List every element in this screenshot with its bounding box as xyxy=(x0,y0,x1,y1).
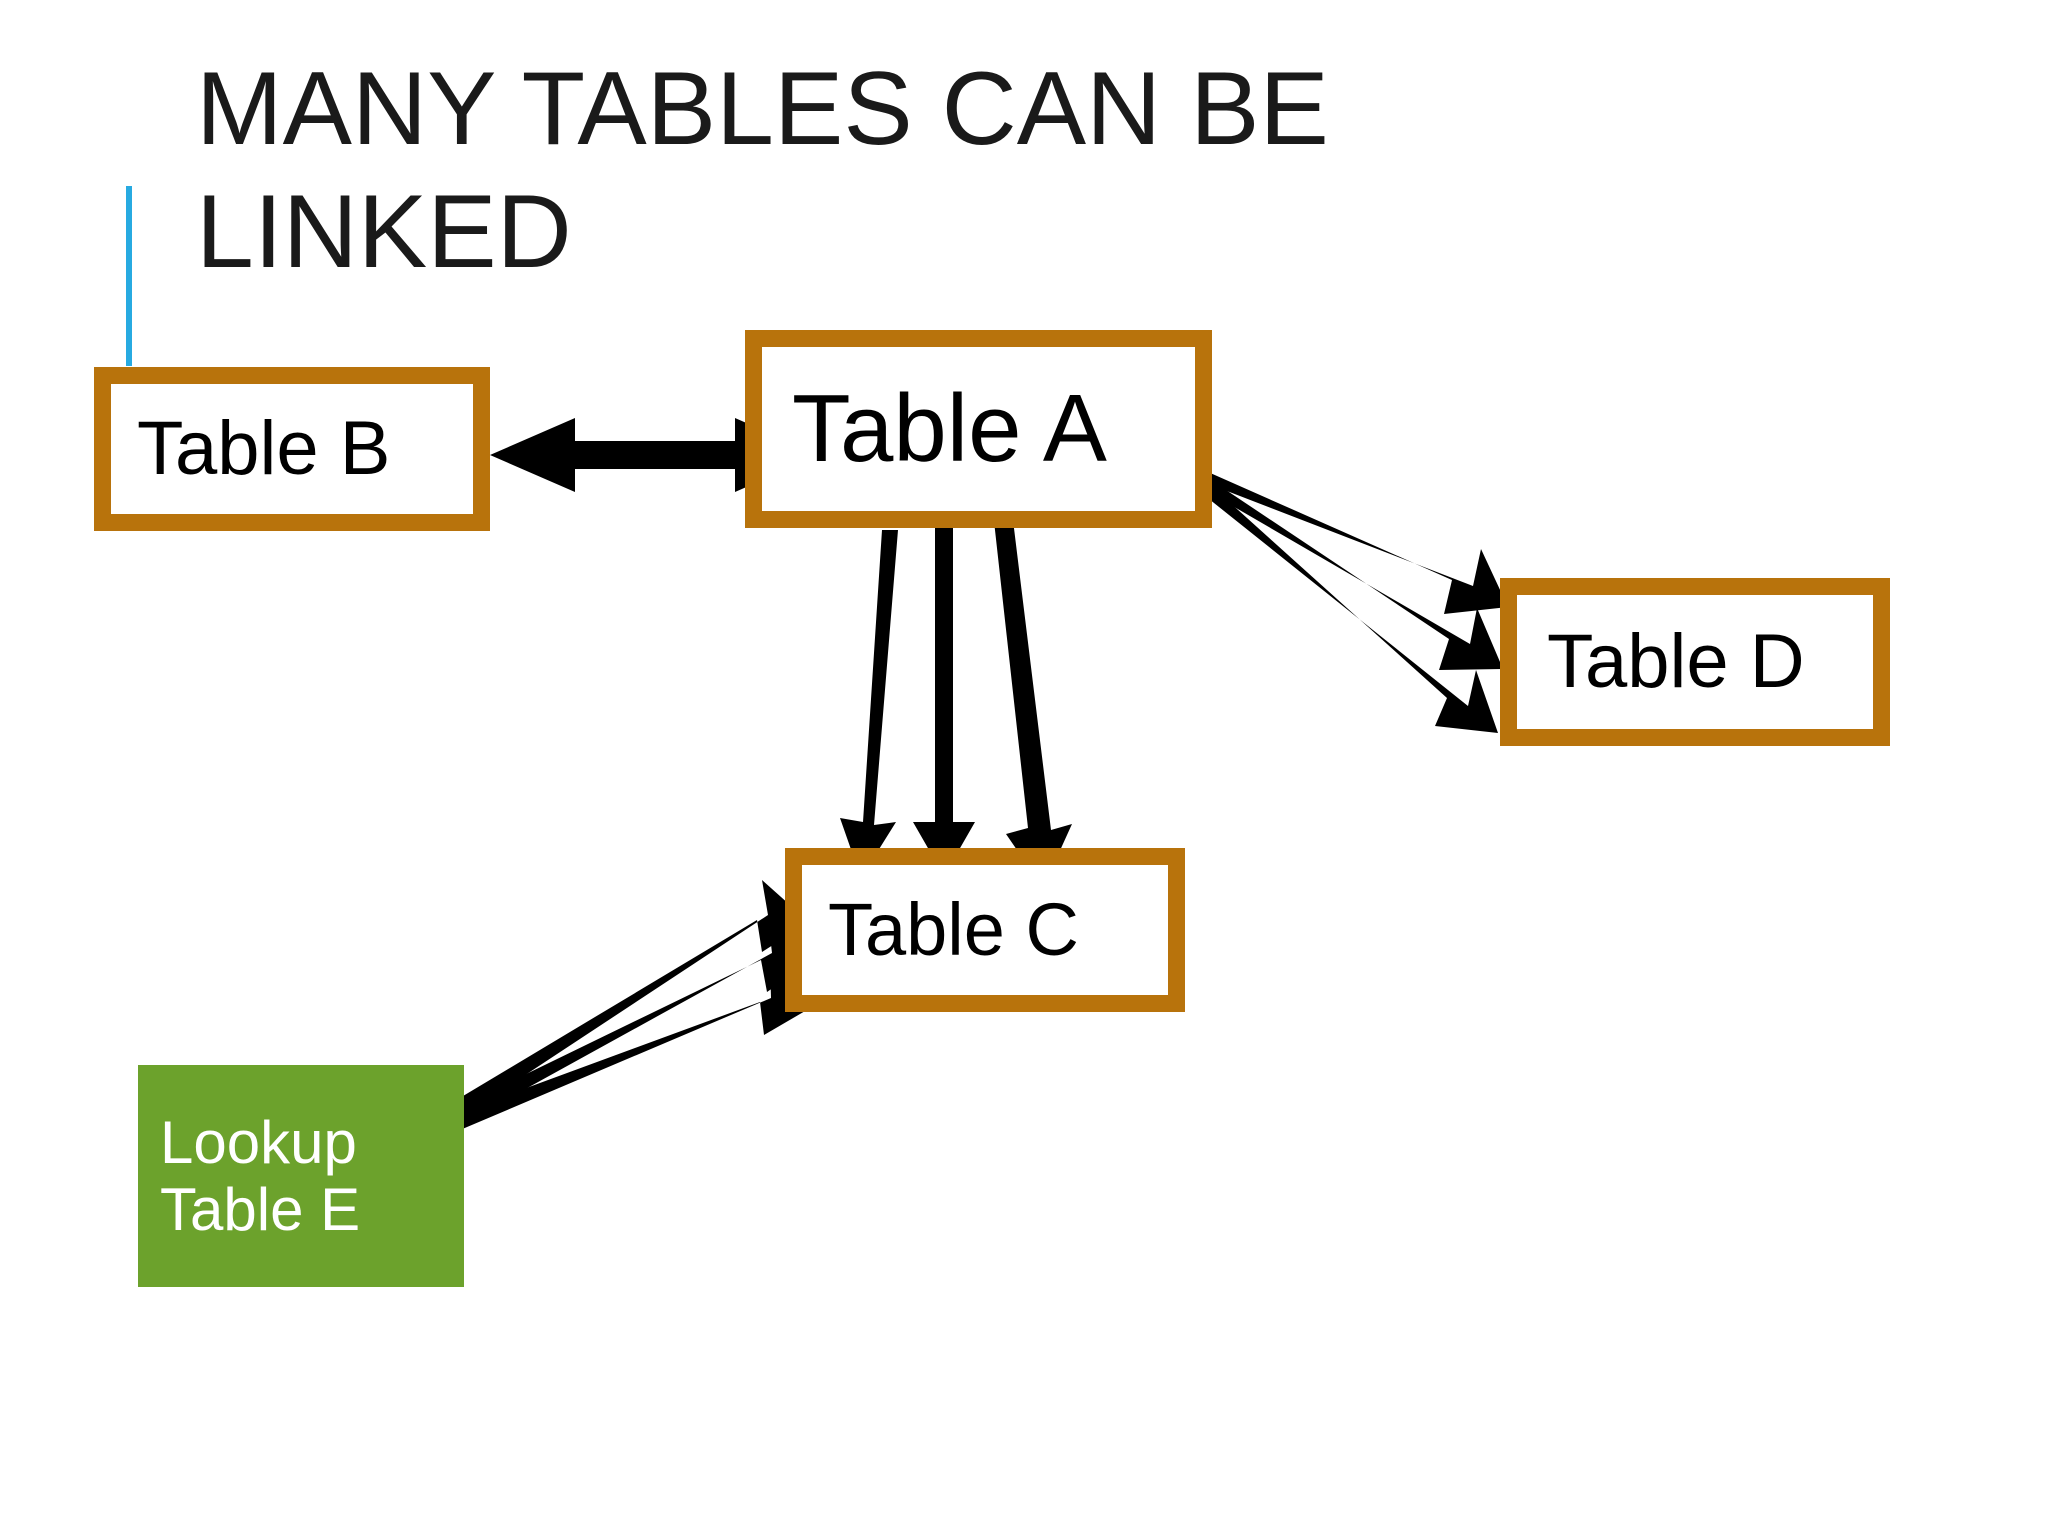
title-accent-bar xyxy=(126,186,132,366)
page-title: MANY TABLES CAN BE LINKED xyxy=(196,51,1329,290)
title-block: MANY TABLES CAN BE LINKED xyxy=(196,48,1696,293)
node-table-c-label: Table C xyxy=(828,887,1079,971)
node-table-b-label: Table B xyxy=(137,406,391,492)
connector-table-a-table-c xyxy=(840,512,1072,888)
node-table-b[interactable]: Table B xyxy=(94,367,490,531)
node-table-d-label: Table D xyxy=(1547,619,1805,705)
node-table-a[interactable]: Table A xyxy=(745,330,1212,528)
node-table-d[interactable]: Table D xyxy=(1500,578,1890,746)
connector-table-a-table-d xyxy=(1207,472,1508,733)
node-lookup-table-e[interactable]: Lookup Table E xyxy=(138,1065,464,1287)
node-table-a-label: Table A xyxy=(792,375,1107,483)
node-lookup-table-e-label: Lookup Table E xyxy=(160,1108,361,1243)
connector-lookup-table-e-table-c xyxy=(448,880,813,1130)
node-table-c[interactable]: Table C xyxy=(785,848,1185,1012)
